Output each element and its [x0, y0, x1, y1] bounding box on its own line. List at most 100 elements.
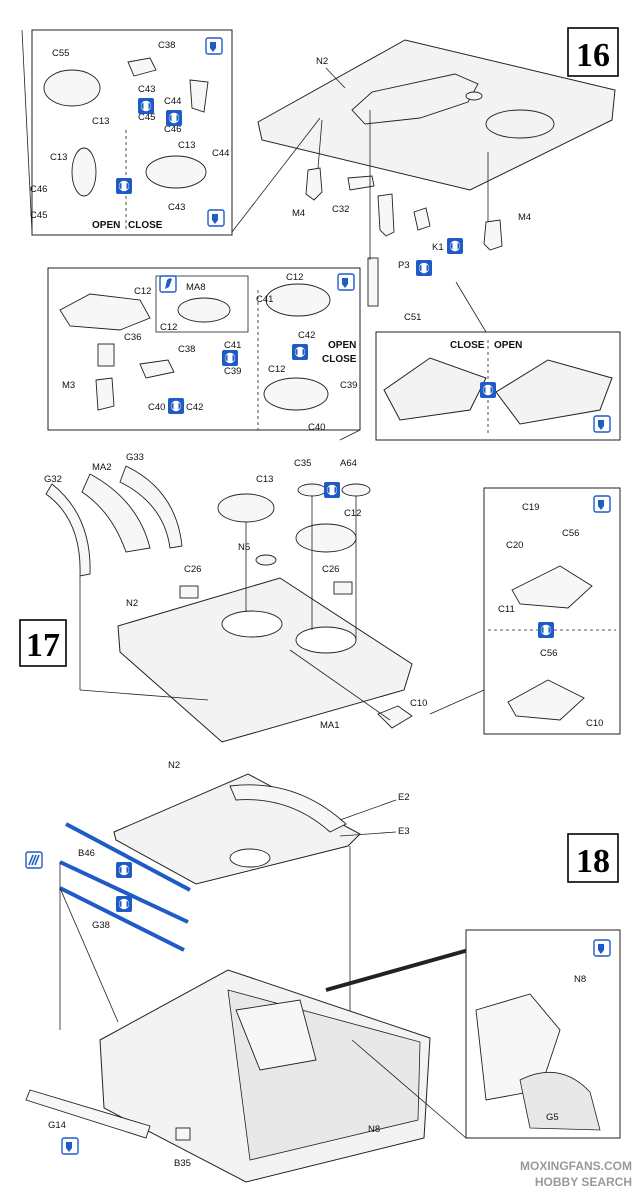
choose-one-icon: [166, 110, 182, 126]
choose-one-icon: [168, 398, 184, 414]
label-C19: C19: [522, 502, 539, 513]
inset-hatch-c13: [31, 29, 233, 236]
paint-icon: [593, 495, 611, 513]
label-B46: B46: [78, 848, 95, 859]
paint-icon: [593, 939, 611, 957]
label-C45-a: C45: [138, 112, 155, 123]
choose-one-icon: [538, 622, 554, 638]
label-C43-a: C43: [138, 84, 155, 95]
turret-roof-plate: [257, 39, 616, 191]
state-open-1: OPEN: [92, 220, 120, 231]
part-C10-inset: [507, 679, 585, 721]
label-C39-b: C39: [340, 380, 357, 391]
part-C11: [511, 565, 593, 609]
step-18-box: [567, 833, 619, 883]
label-P3: P3: [398, 260, 410, 271]
label-C40-a: C40: [148, 402, 165, 413]
label-C56-a: C56: [562, 528, 579, 539]
part-B35: [175, 1127, 191, 1141]
label-N2-16: N2: [316, 56, 328, 67]
watermark-line-2: HOBBY SEARCH: [535, 1175, 632, 1189]
label-C42-b: C42: [186, 402, 203, 413]
step-number-18: 18: [576, 843, 610, 880]
label-M3: M3: [62, 380, 75, 391]
part-M3: [95, 377, 115, 411]
paint-blue-icon: [25, 851, 43, 869]
label-G38: G38: [92, 920, 110, 931]
label-C13-c: C13: [178, 140, 195, 151]
label-C12-b: C12: [160, 322, 177, 333]
label-M4-left: M4: [292, 208, 305, 219]
label-N8-inset: N8: [574, 974, 586, 985]
paint-icon: [207, 209, 225, 227]
label-B35: B35: [174, 1158, 191, 1169]
part-C26-right: [333, 581, 353, 595]
part-C13-open: [71, 147, 97, 197]
label-C12-a: C12: [134, 286, 151, 297]
label-G33: G33: [126, 452, 144, 463]
label-C42-a: C42: [298, 330, 315, 341]
label-C43-b: C43: [168, 202, 185, 213]
part-C51: [367, 257, 379, 307]
label-C20: C20: [506, 540, 523, 551]
label-C46-b: C46: [30, 184, 47, 195]
label-C26-left: C26: [184, 564, 201, 575]
part-C13-hull: [217, 493, 275, 523]
label-C36: C36: [124, 332, 141, 343]
open-view-plate: [495, 359, 613, 425]
periscope-cover: [465, 91, 483, 101]
part-C10: [377, 705, 413, 729]
label-C13-a: C13: [92, 116, 109, 127]
label-C10-inset: C10: [586, 718, 603, 729]
paint-icon: [61, 1137, 79, 1155]
choose-one-icon: [416, 260, 432, 276]
cupola-ring: [485, 109, 555, 139]
label-C26-right: C26: [322, 564, 339, 575]
label-C56-b: C56: [540, 648, 557, 659]
label-C38: C38: [158, 40, 175, 51]
choose-one-icon: [116, 896, 132, 912]
choose-one-icon: [116, 862, 132, 878]
close-view-plate: [383, 357, 487, 421]
label-N2-18: N2: [168, 760, 180, 771]
choose-one-icon: [292, 344, 308, 360]
part-C32: [347, 175, 375, 191]
step-17-box: [19, 619, 67, 667]
engine-block: [235, 999, 317, 1071]
label-C38-b: C38: [178, 344, 195, 355]
label-C12-17: C12: [344, 508, 361, 519]
part-C12-open: [265, 283, 331, 317]
part-C44-hinge: [189, 79, 209, 113]
label-E2: E2: [398, 792, 410, 803]
part-tool-bar-3: [59, 886, 185, 952]
label-G32: G32: [44, 474, 62, 485]
paint-icon: [593, 415, 611, 433]
label-C55: C55: [52, 48, 69, 59]
label-G5: G5: [546, 1112, 559, 1123]
part-tool-bar-2: [59, 860, 189, 924]
choose-one-icon: [222, 350, 238, 366]
label-C51: C51: [404, 312, 421, 323]
label-C39-a: C39: [224, 366, 241, 377]
step-16-box: [567, 27, 619, 77]
label-C13-b: C13: [50, 152, 67, 163]
label-C41-b: C41: [224, 340, 241, 351]
label-K1: K1: [432, 242, 444, 253]
part-M4-left: [305, 167, 323, 201]
part-C12-detail: [177, 297, 231, 323]
part-G14: [25, 1089, 151, 1139]
part-K1: [413, 207, 431, 231]
label-MA2: MA2: [92, 462, 112, 473]
step-18: 18 N2 E2 E3 B46 G38 N8 G14 B35: [25, 760, 621, 1183]
step-number-17: 17: [26, 627, 60, 664]
part-C38-hinge: [127, 57, 157, 77]
label-E3: E3: [398, 826, 410, 837]
label-MA1: MA1: [320, 720, 340, 731]
part-MA2: [81, 473, 151, 553]
part-C12-closed: [263, 377, 329, 411]
choose-one-icon: [324, 482, 340, 498]
paint-icon: [337, 273, 355, 291]
label-C10-17: C10: [410, 698, 427, 709]
label-C44-a: C44: [164, 96, 181, 107]
label-C12-c: C12: [286, 272, 303, 283]
